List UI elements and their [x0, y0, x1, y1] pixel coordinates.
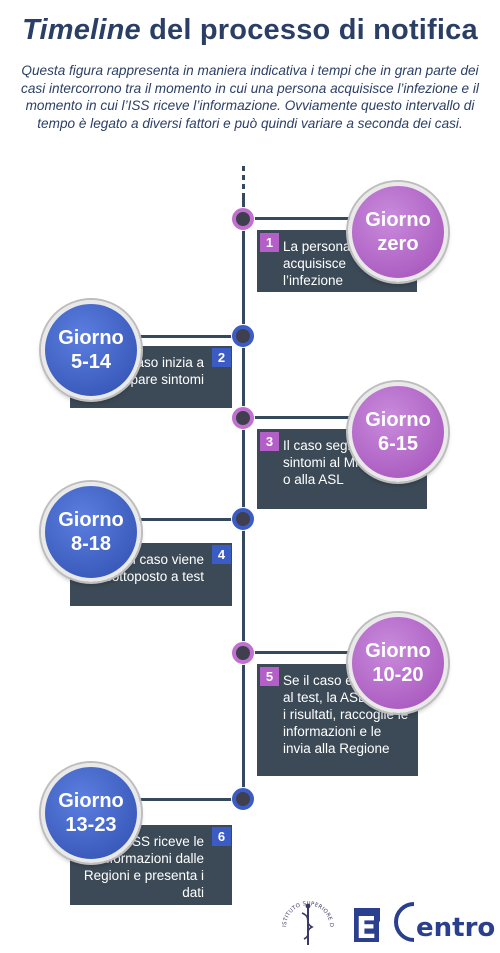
timeline-dot-5 [232, 642, 254, 664]
step-number-5: 5 [260, 667, 279, 686]
page-title: Timeline del processo di notifica [0, 14, 500, 47]
day-value-5: 10-20 [372, 664, 424, 686]
epi-right-text: entro [416, 913, 495, 943]
day-word-5: Giorno [365, 640, 431, 662]
intro-text: Questa figura rappresenta in maniera ind… [21, 63, 479, 131]
connector-6 [130, 798, 244, 801]
connector-2 [130, 335, 244, 338]
connector-3 [244, 416, 364, 419]
title-emphasis: Timeline [22, 14, 141, 46]
day-value-4: 8-18 [70, 533, 111, 555]
step-number-3: 3 [260, 432, 279, 451]
day-word-3: Giorno [365, 409, 431, 431]
connector-5 [244, 651, 364, 654]
step-number-2: 2 [212, 348, 231, 367]
day-value-1: zero [377, 233, 419, 255]
step-text-6: L’ISS riceve le informazioni dalle Regio… [83, 834, 204, 900]
epi-left-text: Epi [356, 911, 408, 946]
timeline-dot-3 [232, 407, 254, 429]
day-value-2: 5-14 [70, 351, 111, 373]
timeline-dot-2 [232, 325, 254, 347]
iss-seal-text: ISTITUTO SUPERIORE DI SANITÀ [278, 893, 334, 928]
epicentro-logo: Epi entro [354, 902, 495, 946]
day-word-2: Giorno [58, 327, 124, 349]
timeline-dot-6 [232, 788, 254, 810]
day-value-3: 6-15 [377, 433, 418, 455]
timeline-dot-1 [232, 208, 254, 230]
step-number-4: 4 [212, 545, 231, 564]
connector-4 [130, 518, 244, 521]
svg-text:ISTITUTO SUPERIORE DI SANITÀ: ISTITUTO SUPERIORE DI SANITÀ [278, 893, 334, 928]
day-word-6: Giorno [58, 790, 124, 812]
step-number-6: 6 [212, 827, 231, 846]
day-word-4: Giorno [58, 509, 124, 531]
day-word-1: Giorno [365, 209, 431, 231]
connector-1 [244, 217, 364, 220]
iss-seal-logo: ISTITUTO SUPERIORE DI SANITÀ [278, 893, 334, 945]
step-number-1: 1 [260, 233, 279, 252]
timeline-axis [242, 196, 245, 808]
title-rest: del processo di notifica [140, 14, 478, 46]
step-text-4: Il caso viene sottoposto a test [104, 552, 204, 584]
timeline-axis-start [242, 166, 245, 196]
day-value-6: 13-23 [65, 814, 117, 836]
timeline-dot-4 [232, 508, 254, 530]
